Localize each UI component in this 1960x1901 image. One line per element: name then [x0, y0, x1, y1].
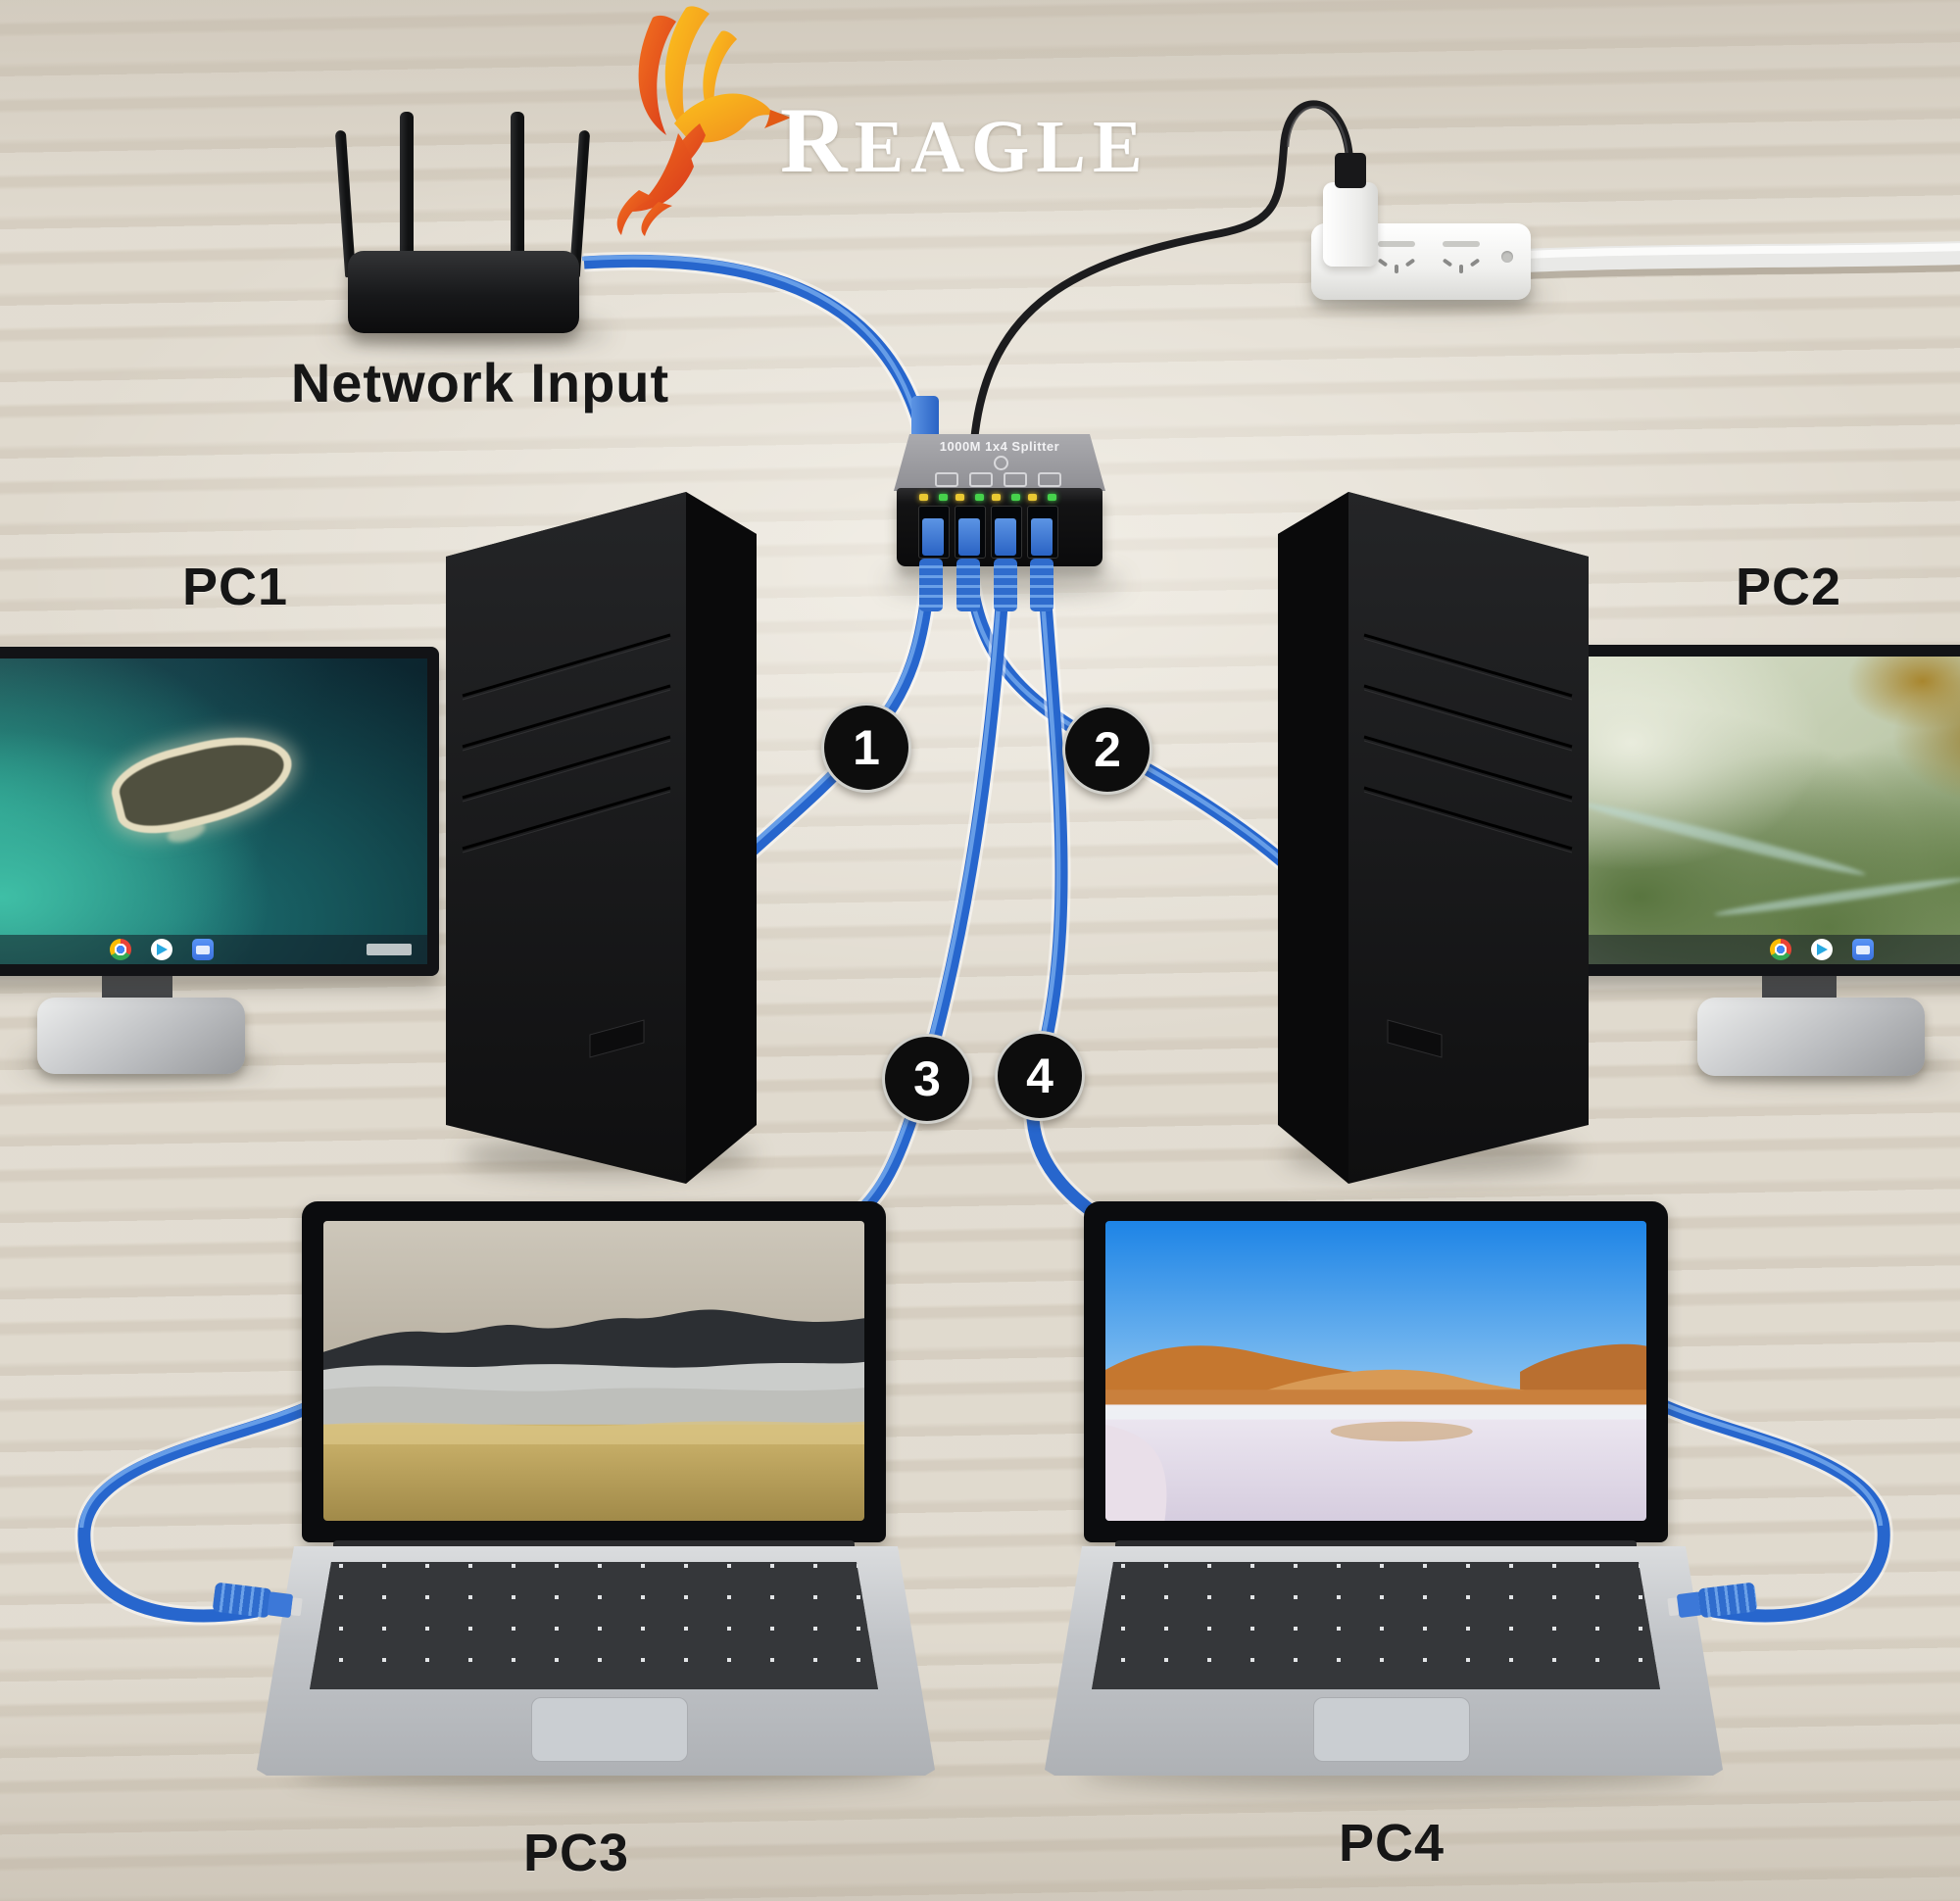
- play-store-icon[interactable]: [1811, 939, 1833, 960]
- usb-power-cable: [970, 100, 1353, 445]
- status-tray[interactable]: [367, 944, 412, 955]
- network-input-label: Network Input: [290, 352, 670, 414]
- laptop-trackpad[interactable]: [1313, 1697, 1470, 1762]
- tower-badge: [589, 1019, 645, 1058]
- power-outlet: [1370, 241, 1423, 280]
- router-antenna: [400, 112, 414, 264]
- splitter-logo-icon: [994, 456, 1008, 470]
- led-green: [975, 494, 984, 501]
- led-green: [1011, 494, 1020, 501]
- monitor-screen-pc1: [0, 658, 427, 964]
- led-green: [939, 494, 948, 501]
- pc1-label: PC1: [181, 558, 289, 616]
- input-plug: [911, 396, 939, 439]
- connection-badge-1: 1: [821, 703, 911, 793]
- files-icon[interactable]: [192, 939, 214, 960]
- play-store-icon[interactable]: [151, 939, 172, 960]
- rj45-port-2: [955, 506, 986, 559]
- cable-boot: [994, 559, 1017, 611]
- led-green: [1048, 494, 1056, 501]
- laptop-hinge: [333, 1540, 855, 1550]
- cable-boot: [1030, 559, 1054, 611]
- cable-boot: [919, 559, 943, 611]
- desktop-tower-1: [446, 492, 757, 1184]
- brand-logo-text: REAGLE: [780, 94, 1150, 187]
- connection-badge-3: 3: [882, 1034, 972, 1124]
- brand-initial: R: [780, 88, 855, 192]
- monitor-stand-base: [1697, 998, 1925, 1076]
- tower-badge: [1387, 1019, 1443, 1058]
- strip-indicator: [1501, 251, 1513, 263]
- cable-boot: [956, 559, 980, 611]
- led-yellow: [1028, 494, 1037, 501]
- laptop-keyboard[interactable]: [1092, 1562, 1660, 1689]
- pc4-label: PC4: [1338, 1814, 1446, 1873]
- laptop-hinge: [1115, 1540, 1637, 1550]
- splitter-front: [897, 488, 1102, 566]
- drive-bays: [462, 633, 671, 851]
- usb-plug: [1335, 153, 1366, 188]
- splitter-label: 1000M 1x4 Splitter: [939, 439, 1060, 454]
- monitor-stand-base: [37, 998, 245, 1074]
- phoenix-logo-icon: [616, 6, 791, 236]
- laptop-trackpad[interactable]: [531, 1697, 688, 1762]
- laptop-screen-pc3: [323, 1221, 864, 1521]
- rj45-port-4: [1027, 506, 1058, 559]
- chromeos-shelf: [1537, 935, 1960, 964]
- connection-badge-4: 4: [995, 1031, 1085, 1121]
- chrome-icon[interactable]: [110, 939, 131, 960]
- splitter-top: 1000M 1x4 Splitter: [894, 434, 1105, 491]
- led-yellow: [956, 494, 964, 501]
- laptop-screen-pc4: [1105, 1221, 1646, 1521]
- monitor-screen-pc2: [1537, 657, 1960, 964]
- led-yellow: [919, 494, 928, 501]
- desktop-tower-2: [1278, 492, 1589, 1184]
- router-antenna: [511, 112, 524, 264]
- chrome-icon[interactable]: [1770, 939, 1791, 960]
- power-cord: [1513, 241, 1960, 279]
- usb-charger: [1323, 182, 1378, 267]
- router-body: [348, 251, 579, 333]
- led-yellow: [992, 494, 1001, 501]
- ethernet-cable-input: [581, 251, 931, 432]
- connection-badge-2: 2: [1062, 705, 1152, 795]
- brand-name: EAGLE: [854, 106, 1150, 188]
- laptop-keyboard[interactable]: [310, 1562, 878, 1689]
- chromeos-shelf: [0, 935, 427, 964]
- rj45-port-3: [991, 506, 1022, 559]
- drive-bays: [1363, 633, 1573, 851]
- rj45-port-1: [918, 506, 950, 559]
- pc3-label: PC3: [522, 1824, 630, 1882]
- power-outlet: [1435, 241, 1488, 280]
- files-icon[interactable]: [1852, 939, 1874, 960]
- pc2-label: PC2: [1735, 558, 1842, 616]
